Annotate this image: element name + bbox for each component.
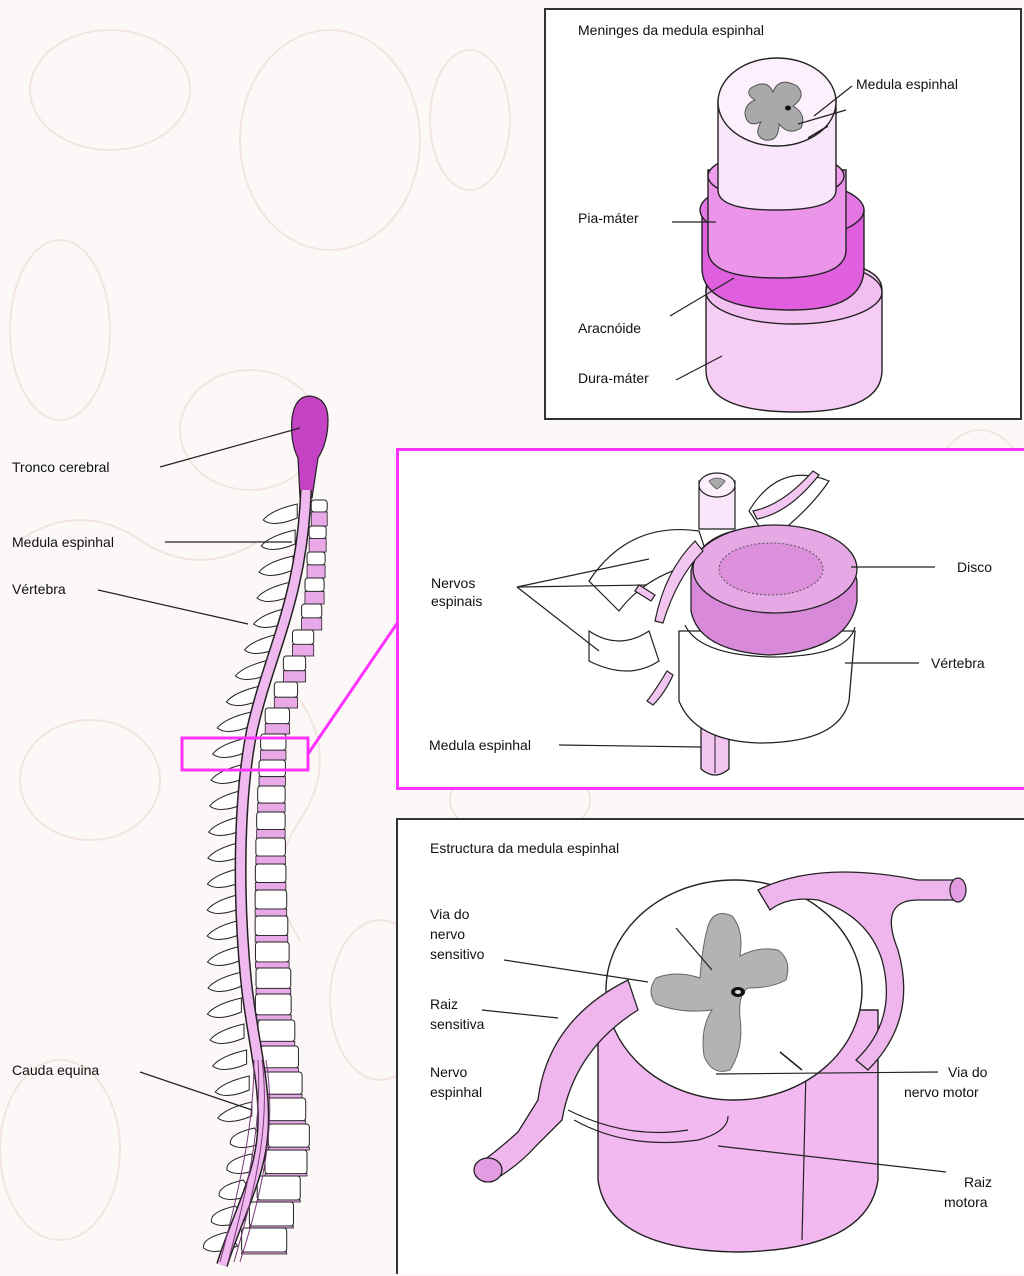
intervertebral-disc <box>257 830 285 838</box>
vertebra-body <box>255 890 287 909</box>
spinous-process <box>261 530 295 550</box>
label-via-sensitivo-3: sensitivo <box>430 946 484 963</box>
label-disco: Disco <box>957 559 992 576</box>
vertebra-body <box>309 526 326 538</box>
label-vertebra-panel: Vértebra <box>931 655 985 672</box>
intervertebral-disc <box>256 988 291 994</box>
spinous-process <box>259 556 293 576</box>
label-via-motor-2: nervo motor <box>904 1084 979 1101</box>
spinous-process <box>217 712 251 732</box>
intervertebral-disc <box>265 724 289 734</box>
intervertebral-disc <box>255 1015 291 1020</box>
label-medula-espinhal-spine: Medula espinhal <box>12 534 114 551</box>
estrutura-panel: Estructura da medula espinhal Via do ner… <box>396 818 1024 1274</box>
intervertebral-disc <box>261 750 286 760</box>
intervertebral-disc <box>311 512 327 526</box>
intervertebral-disc <box>293 644 314 656</box>
intervertebral-disc <box>256 856 286 864</box>
label-nervo-espinhal-1: Nervo <box>430 1064 467 1081</box>
label-nervos: Nervos <box>431 575 475 592</box>
meninges-panel: Meninges da medula espinhal Medula espin… <box>544 8 1022 420</box>
vertebra-body <box>311 500 327 512</box>
label-nervo-espinhal-2: espinhal <box>430 1084 482 1101</box>
vertebra-body <box>256 968 291 988</box>
intervertebral-disc <box>242 1252 287 1254</box>
vertebra-body <box>283 656 305 671</box>
intervertebral-disc <box>309 538 326 552</box>
vertebra-body <box>255 942 289 962</box>
label-pia-mater: Pia-máter <box>578 210 639 227</box>
brain-stem <box>292 396 328 498</box>
vertebra-body <box>257 812 285 830</box>
label-dura-mater: Dura-máter <box>578 370 649 387</box>
intervertebral-disc <box>305 591 324 604</box>
intervertebral-disc <box>302 618 322 630</box>
label-via-sensitivo-2: nervo <box>430 926 465 943</box>
label-tronco-cerebral: Tronco cerebral <box>12 459 110 476</box>
label-via-sensitivo-1: Via do <box>430 906 469 923</box>
label-vertebra-spine: Vértebra <box>12 581 66 598</box>
intervertebral-disc <box>255 909 287 916</box>
label-raiz-motora-2: motora <box>944 1194 988 1211</box>
label-raiz-sensitiva-1: Raiz <box>430 996 458 1013</box>
spinous-process <box>210 1024 244 1044</box>
vertebra-body <box>293 630 314 644</box>
label-medula-espinhal-meninges: Medula espinhal <box>856 76 958 93</box>
vertebra-body <box>268 1124 309 1147</box>
label-espinais: espinais <box>431 593 482 610</box>
intervertebral-disc <box>258 1041 295 1046</box>
intervertebral-disc <box>255 883 286 890</box>
label-aracnoide: Aracnóide <box>578 320 641 337</box>
spinous-process <box>218 1102 252 1122</box>
intervertebral-disc <box>283 671 305 682</box>
spinous-process <box>207 998 241 1018</box>
spinous-process <box>213 738 247 758</box>
vertebra-body <box>258 786 285 803</box>
intervertebral-disc <box>258 803 285 812</box>
vertebra-body <box>265 1150 307 1174</box>
label-raiz-motora-1: Raiz <box>964 1174 992 1191</box>
estrutura-illustration <box>398 820 1024 1276</box>
vertebra-body <box>302 604 322 618</box>
spinal-column-illustration <box>0 0 400 1274</box>
spinous-process <box>263 504 297 524</box>
vertebra-body <box>257 1176 300 1200</box>
vertebra-body <box>255 916 288 935</box>
vertebra-body <box>307 552 325 565</box>
spinous-process <box>213 1050 247 1070</box>
label-cauda-equina: Cauda equina <box>12 1062 99 1079</box>
intervertebral-disc <box>255 935 288 942</box>
vertebra-body <box>305 578 324 591</box>
label-raiz-sensitiva-2: sensitiva <box>430 1016 484 1033</box>
spinous-process <box>215 1076 249 1096</box>
vertebra-body <box>258 1020 295 1041</box>
vertebra-body <box>255 994 291 1015</box>
label-via-motor-1: Via do <box>948 1064 987 1081</box>
intervertebral-disc <box>307 565 325 578</box>
intervertebral-disc <box>259 777 285 786</box>
intervertebral-disc <box>255 962 289 968</box>
vertebra-body <box>242 1228 287 1252</box>
vertebra-body <box>259 760 285 777</box>
vertebra-body <box>255 864 286 883</box>
spinous-process <box>208 972 242 992</box>
intervertebral-disc <box>261 1068 299 1072</box>
vertebra-panel: Nervos espinais Disco Vértebra Medula es… <box>396 448 1024 790</box>
spinous-process <box>207 946 241 966</box>
vertebra-body <box>274 682 297 697</box>
vertebra-body <box>256 838 286 856</box>
vertebra-body <box>266 1098 306 1121</box>
label-medula-espinhal-vertebra: Medula espinhal <box>429 737 531 754</box>
vertebra-body <box>261 734 286 750</box>
vertebra-body <box>265 708 289 724</box>
intervertebral-disc <box>274 697 297 708</box>
